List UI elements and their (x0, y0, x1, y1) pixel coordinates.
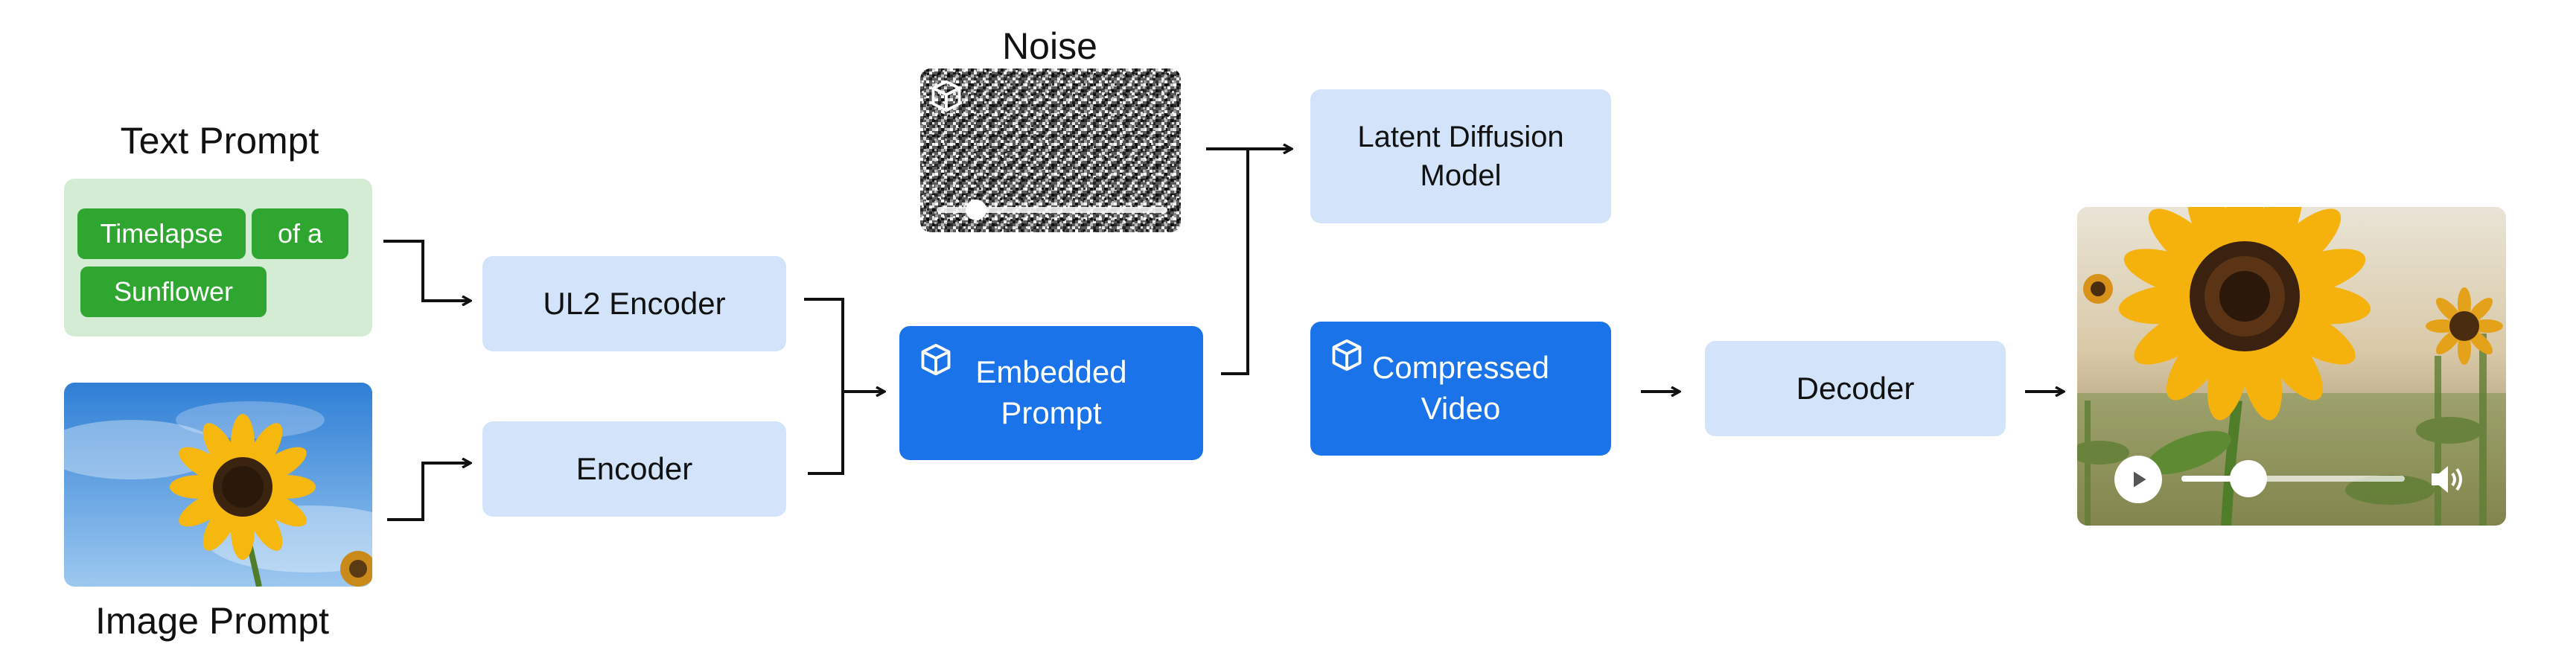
arrow-image-to-encoder (387, 463, 471, 521)
compressed-video-label-line2: Video (1421, 391, 1501, 426)
volume-icon (2432, 466, 2462, 493)
encoder-box: Encoder (482, 421, 786, 517)
embedded-prompt-label-line1: Embedded (975, 354, 1127, 390)
noise-image (920, 68, 1181, 232)
prompt-token-chip: Sunflower (80, 267, 267, 317)
embedded-prompt-box: Embedded Prompt (899, 326, 1203, 460)
embedded-prompt-label-line2: Prompt (1001, 395, 1102, 430)
video-progress-thumb[interactable] (2230, 460, 2267, 497)
cube-icon (921, 343, 951, 376)
play-button[interactable] (2114, 456, 2162, 503)
decoder-label: Decoder (1796, 370, 1915, 406)
video-progress-fill (2181, 476, 2248, 482)
noise-slider-track[interactable] (937, 207, 1167, 213)
image-prompt-heading: Image Prompt (95, 600, 329, 642)
arrow-embedded-to-diffusion (1221, 149, 1249, 375)
arrow-text-to-ul2 (383, 240, 471, 301)
encoder-label: Encoder (576, 450, 693, 486)
volume-button[interactable] (2426, 459, 2467, 500)
image-prompt-photo (64, 383, 372, 587)
video-progress-track[interactable] (2181, 476, 2405, 482)
cube-icon (931, 80, 961, 112)
output-video-player (2077, 207, 2506, 526)
compressed-video-box: Compressed Video (1310, 322, 1611, 456)
text-prompt-panel: Timelapse of a Sunflower (64, 179, 372, 336)
latent-diffusion-box: Latent Diffusion Model (1310, 89, 1611, 223)
prompt-token-chip: Timelapse (77, 208, 246, 259)
noise-slider-thumb[interactable] (965, 200, 986, 220)
ul2-encoder-label: UL2 Encoder (543, 285, 726, 321)
text-prompt-heading: Text Prompt (120, 120, 319, 162)
prompt-token-chip: of a (252, 208, 348, 259)
play-icon (2134, 471, 2146, 488)
latent-diffusion-label-line2: Model (1420, 159, 1502, 192)
latent-diffusion-label-line1: Latent Diffusion (1357, 121, 1564, 153)
ul2-encoder-box: UL2 Encoder (482, 256, 786, 351)
noise-heading: Noise (1002, 25, 1097, 67)
cube-icon (1332, 339, 1362, 371)
compressed-video-label-line1: Compressed (1371, 350, 1550, 386)
decoder-box: Decoder (1705, 341, 2006, 436)
arrow-ul2-to-merge (804, 298, 844, 475)
